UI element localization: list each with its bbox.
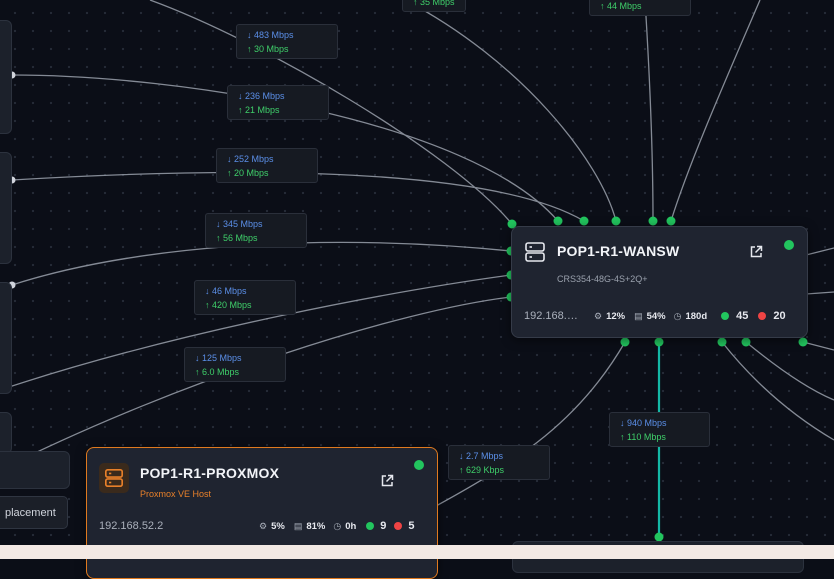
bottom-toolbar [0, 545, 834, 559]
status-indicator [414, 460, 424, 470]
device-node-wansw[interactable]: POP1-R1-WANSW CRS354-48G-4S+2Q+ 192.168.… [511, 226, 808, 338]
link-rate-label[interactable]: ↓ 125 Mbps ↑ 6.0 Mbps [184, 347, 286, 382]
offscreen-node[interactable] [0, 152, 12, 264]
device-node-proxmox[interactable]: POP1-R1-PROXMOX Proxmox VE Host 192.168.… [86, 447, 438, 579]
device-stats: ⚙ 5% ▤ 81% ◷ 0h 9 5 [259, 520, 415, 532]
upload-rate: ↑ 6.0 Mbps [195, 367, 240, 377]
download-rate: ↓ 236 Mbps [238, 91, 285, 101]
link-rate-label[interactable]: ↓ 940 Mbps ↑ 110 Mbps [609, 412, 710, 447]
ports-up-dot [366, 522, 375, 530]
link-rate-label[interactable]: ↑ 44 Mbps [589, 0, 691, 16]
upload-rate: ↑ 629 Kbps [459, 465, 505, 475]
cpu-icon: ⚙ [594, 310, 603, 321]
server-icon [525, 242, 545, 262]
device-type: Proxmox VE Host [140, 489, 212, 499]
ports-up-count: 45 [736, 310, 749, 322]
placement-button[interactable]: placement [0, 496, 68, 529]
cpu-usage: 5% [271, 520, 285, 532]
download-rate: ↓ 46 Mbps [205, 286, 247, 296]
offscreen-node[interactable] [0, 412, 12, 454]
memory-icon: ▤ [634, 310, 643, 321]
offscreen-node[interactable] [0, 451, 70, 489]
device-icon-badge [99, 463, 129, 493]
link-rate-label[interactable]: ↓ 46 Mbps ↑ 420 Mbps [194, 280, 296, 315]
uptime: 180d [685, 310, 708, 322]
download-rate: ↓ 345 Mbps [216, 219, 263, 229]
upload-rate: ↑ 30 Mbps [247, 44, 289, 54]
cpu-icon: ⚙ [259, 520, 268, 531]
ip-address: 192.168.52.2 [99, 520, 164, 532]
uptime: 0h [345, 520, 357, 532]
upload-rate: ↑ 44 Mbps [600, 1, 642, 11]
link-lines [0, 0, 834, 542]
clock-icon: ◷ [333, 520, 342, 531]
ip-address: 192.168.… [524, 310, 578, 322]
ports-down-dot [394, 522, 403, 530]
upload-rate: ↑ 110 Mbps [620, 432, 666, 442]
link-rate-label[interactable]: ↓ 236 Mbps ↑ 21 Mbps [227, 85, 329, 120]
download-rate: ↓ 252 Mbps [227, 154, 274, 164]
download-rate: ↓ 483 Mbps [247, 30, 294, 40]
ports-down-count: 5 [408, 520, 415, 532]
external-link-icon[interactable] [380, 474, 394, 488]
link-rate-label[interactable]: ↓ 483 Mbps ↑ 30 Mbps [236, 24, 338, 59]
link-rate-label[interactable]: ↓ 252 Mbps ↑ 20 Mbps [216, 148, 318, 183]
ports-down-dot [758, 312, 767, 320]
download-rate: ↓ 125 Mbps [195, 353, 242, 363]
offscreen-node[interactable] [0, 282, 12, 394]
memory-usage: 54% [646, 310, 666, 322]
ports-up-count: 9 [380, 520, 387, 532]
upload-rate: ↑ 35 Mbps [413, 0, 455, 7]
cpu-usage: 12% [606, 310, 626, 322]
clock-icon: ◷ [673, 310, 682, 321]
download-rate: ↓ 2.7 Mbps [459, 451, 504, 461]
device-model: CRS354-48G-4S+2Q+ [557, 274, 648, 284]
upload-rate: ↑ 56 Mbps [216, 233, 258, 243]
status-indicator [784, 240, 794, 250]
upload-rate: ↑ 21 Mbps [238, 105, 280, 115]
memory-usage: 81% [306, 520, 326, 532]
link-rate-label[interactable]: ↑ 35 Mbps [402, 0, 466, 12]
external-link-icon[interactable] [749, 245, 763, 259]
device-stats: ⚙ 12% ▤ 54% ◷ 180d 45 20 [594, 310, 786, 322]
link-rate-label[interactable]: ↓ 345 Mbps ↑ 56 Mbps [205, 213, 307, 248]
memory-icon: ▤ [293, 520, 303, 531]
server-icon [105, 469, 123, 487]
port-handles [506, 216, 808, 542]
upload-rate: ↑ 420 Mbps [205, 300, 252, 310]
upload-rate: ↑ 20 Mbps [227, 168, 269, 178]
device-name: POP1-R1-WANSW [557, 243, 680, 259]
device-name: POP1-R1-PROXMOX [140, 465, 280, 481]
download-rate: ↓ 940 Mbps [620, 418, 667, 428]
ports-down-count: 20 [773, 310, 786, 322]
link-rate-label[interactable]: ↓ 2.7 Mbps ↑ 629 Kbps [448, 445, 550, 480]
ports-up-dot [721, 312, 730, 320]
offscreen-node[interactable] [0, 20, 12, 134]
